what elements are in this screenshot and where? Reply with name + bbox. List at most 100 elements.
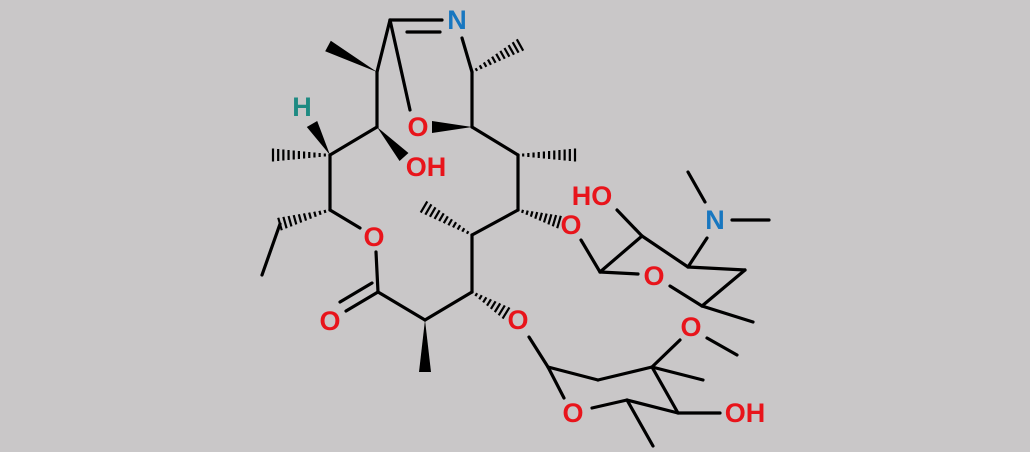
hash-bond	[534, 211, 539, 219]
atom-oh-cladinose: OH	[725, 398, 766, 428]
bond	[375, 18, 392, 74]
atom-o-lactone: O	[363, 222, 384, 252]
bond	[650, 365, 705, 382]
hash-bond	[511, 41, 520, 54]
hash-bond	[282, 216, 288, 229]
hash-bond	[486, 298, 492, 307]
bond	[470, 208, 520, 237]
atom-h: H	[292, 92, 312, 122]
hash-bond	[318, 210, 322, 216]
hash-bond	[297, 213, 303, 223]
atom-o-desosamine-ring: O	[643, 261, 664, 291]
wedge-bond	[419, 320, 431, 372]
hash-bond	[419, 200, 429, 214]
bond	[344, 290, 380, 313]
hash-bond	[547, 213, 553, 225]
hash-bond	[489, 300, 497, 310]
atom-o-methoxy: O	[680, 312, 701, 342]
bond	[705, 336, 739, 357]
bond	[625, 398, 655, 448]
hash-bond	[478, 294, 483, 300]
atom-labels: N O H OH O O O HO N O O O O OH	[292, 5, 765, 428]
hash-bond	[491, 56, 497, 64]
hash-bond	[501, 306, 511, 320]
hash-bond	[292, 214, 298, 225]
hash-bond	[424, 203, 433, 216]
hash-bond	[474, 67, 479, 72]
bond	[328, 208, 362, 230]
hash-bond	[456, 224, 462, 231]
hash-bond	[482, 296, 488, 304]
hash-bond	[438, 212, 445, 222]
hash-bond	[313, 211, 317, 218]
hash-bond	[521, 209, 525, 214]
hash-bond	[499, 50, 506, 60]
hash-bond	[556, 215, 562, 229]
atom-o-carbonyl: O	[319, 306, 340, 336]
hash-bond	[507, 44, 515, 56]
hash-bond	[452, 221, 458, 228]
hash-bond	[515, 38, 525, 52]
hash-bond	[495, 53, 502, 62]
bond	[650, 365, 680, 415]
hash-bond	[487, 59, 492, 66]
wedge-bond	[377, 127, 409, 162]
bond	[374, 250, 380, 294]
hash-bond	[433, 209, 441, 220]
atom-ho-desosamine: HO	[572, 181, 613, 211]
hash-bond	[308, 212, 312, 219]
hash-bond	[287, 215, 293, 227]
hash-bond	[429, 206, 437, 218]
atom-oh-macrocycle: OH	[406, 152, 447, 182]
bond	[625, 398, 680, 415]
hash-bond	[465, 230, 470, 235]
hash-bond	[551, 214, 558, 227]
hash-bond	[461, 227, 466, 233]
hash-bond	[478, 64, 483, 70]
atom-o-bridge: O	[407, 112, 428, 142]
atom-o-cladinose-ring: O	[562, 398, 583, 428]
wedge-bond	[325, 40, 377, 72]
bonds	[260, 18, 771, 448]
hash-bond	[442, 215, 449, 224]
hash-bond	[302, 213, 308, 221]
hash-bond	[497, 304, 506, 316]
hash-bond	[538, 212, 543, 221]
bond	[579, 238, 602, 274]
bond	[686, 236, 709, 269]
bond	[460, 36, 474, 74]
bond	[328, 125, 379, 157]
bond	[700, 268, 747, 308]
hash-bond	[525, 210, 529, 216]
bond	[640, 234, 690, 269]
bond	[700, 304, 755, 324]
bond	[260, 222, 282, 277]
bond	[376, 290, 427, 322]
bond	[596, 365, 654, 382]
hash-bond	[503, 47, 511, 58]
bond	[686, 265, 747, 272]
bond	[590, 398, 629, 410]
hash-bond	[447, 218, 453, 226]
bond	[598, 270, 640, 276]
hash-bond	[493, 302, 502, 313]
bond	[546, 365, 566, 400]
hash-bond	[542, 213, 548, 223]
bond	[338, 281, 374, 304]
bond	[527, 335, 550, 369]
bond	[650, 338, 682, 369]
hash-bond	[482, 61, 488, 68]
hash-bond	[529, 210, 534, 218]
wedge-bond	[432, 121, 472, 133]
bond	[668, 284, 704, 308]
atom-n-dimethylamino: N	[705, 205, 725, 235]
bond	[546, 365, 600, 382]
bond	[598, 234, 644, 274]
atom-o-cladinose-link: O	[507, 305, 528, 335]
atom-n-imine: N	[447, 5, 467, 35]
hash-bond	[323, 209, 327, 214]
atom-o-desosamine-link: O	[560, 210, 581, 240]
bond	[615, 208, 644, 238]
wedge-bond	[306, 120, 330, 155]
